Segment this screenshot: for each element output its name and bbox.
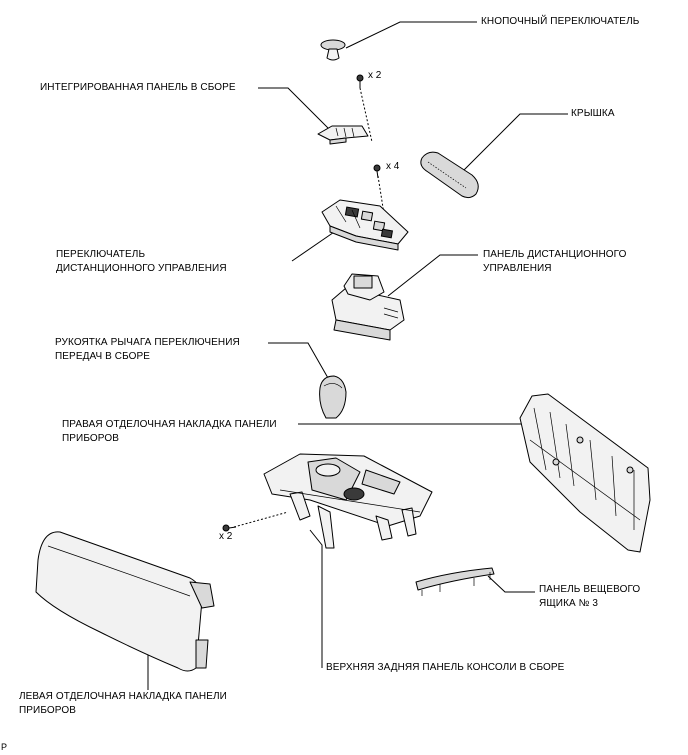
label-shift-knob: РУКОЯТКА РЫЧАГА ПЕРЕКЛЮЧЕНИЯ ПЕРЕДАЧ В С… [55,337,240,362]
dash-screw-2 [377,175,385,215]
label-remote-panel: ПАНЕЛЬ ДИСТАНЦИОННОГО УПРАВЛЕНИЯ [483,249,627,274]
dash-screw-1 [359,87,373,143]
box-panel-part [415,567,495,596]
label-box-panel: ПАНЕЛЬ ВЕЩЕВОГО ЯЩИКА № 3 [539,584,641,609]
label-cover: КРЫШКА [571,108,615,119]
screw-icon [373,164,381,179]
leader-box-panel [487,575,535,593]
remote-panel-part [331,273,405,341]
knob-switch-part [320,39,346,61]
label-left-trim: ЛЕВАЯ ОТДЕЛОЧНАЯ НАКЛАДКА ПАНЕЛИ ПРИБОРО… [19,691,227,716]
label-right-trim: ПРАВАЯ ОТДЕЛОЧНАЯ НАКЛАДКА ПАНЕЛИ ПРИБОР… [62,419,277,444]
label-knob-switch: КНОПОЧНЫЙ ПЕРЕКЛЮЧАТЕЛЬ [481,16,640,27]
cover-part [420,151,479,199]
qty-screws-integrated-panel: x 2 [368,70,382,81]
assembly-lines [233,87,385,528]
leader-integrated-panel [258,87,331,131]
label-remote-switch: ПЕРЕКЛЮЧАТЕЛЬ ДИСТАНЦИОННОГО УПРАВЛЕНИЯ [56,249,227,274]
left-trim-part [35,531,215,672]
leader-shift-knob [268,342,329,379]
qty-screws-console-panel: x 2 [219,531,233,542]
leader-remote-panel [387,254,478,297]
leader-remote-switch [291,227,341,262]
figure-code: P [1,742,8,752]
shift-knob-part [319,375,347,419]
leader-knob-switch [345,21,477,49]
remote-switch-part [321,199,409,251]
leader-console-panel [309,529,323,668]
leader-lines [147,21,568,690]
label-integrated-panel: ИНТЕГРИРОВАННАЯ ПАНЕЛЬ В СБОРЕ [40,82,236,93]
console-panel-part [263,453,433,549]
screw-icon [356,74,364,88]
right-trim-part [519,393,651,553]
qty-screws-remote-switch: x 4 [386,161,400,172]
dash-screw-3 [233,511,289,528]
integrated-panel-part [317,125,369,145]
screw-icon [222,524,237,532]
label-console-panel: ВЕРХНЯЯ ЗАДНЯЯ ПАНЕЛЬ КОНСОЛИ В СБОРЕ [326,662,565,673]
leader-cover [461,113,568,173]
